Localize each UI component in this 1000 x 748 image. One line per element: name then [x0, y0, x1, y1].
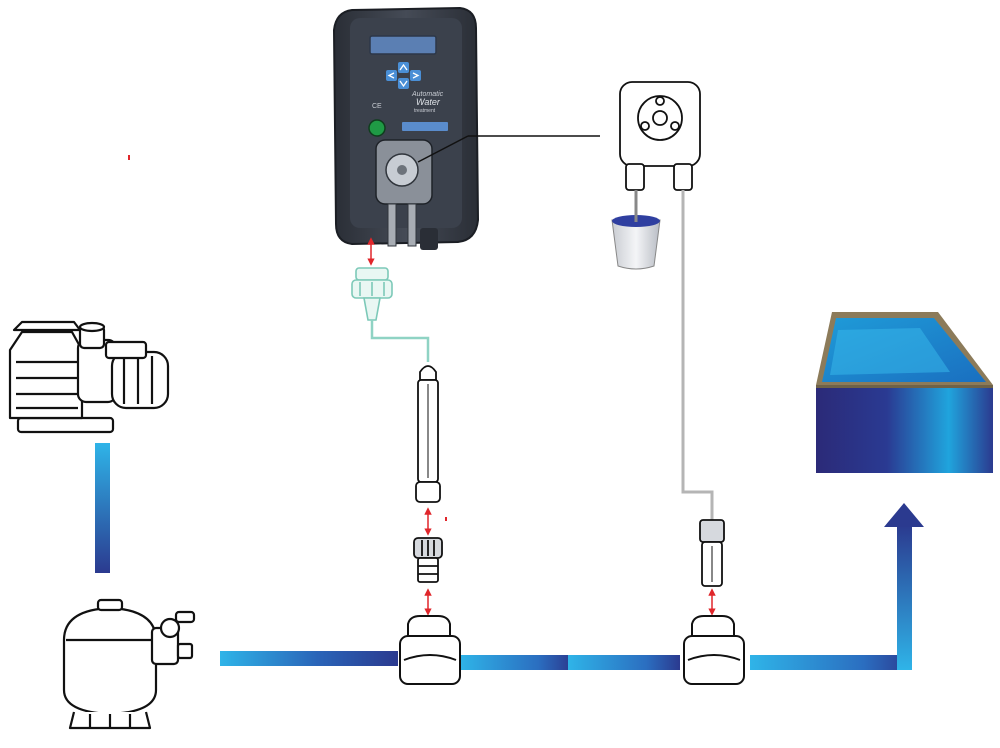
pipe-injection-to-pool-vertical: [897, 525, 912, 670]
detail-roller-1: [655, 96, 665, 106]
sand-filter: [62, 598, 196, 730]
swimming-pool: [816, 312, 993, 473]
injection-pipe-saddle: [683, 615, 745, 685]
detail-inlet-fitting: [625, 163, 645, 191]
detail-outlet-fitting: [673, 163, 693, 191]
bnc-connector: [351, 267, 393, 321]
pump-tube-outlet-left: [387, 203, 397, 247]
dosing-controller: CE Automatic Water treatment: [332, 6, 600, 250]
right-arrow-icon: [412, 72, 420, 79]
pump-tube-outlet-right: [407, 203, 417, 247]
detail-roller-2: [670, 121, 680, 131]
injection-saddle-top: [691, 615, 735, 637]
probe-cable: [370, 320, 430, 362]
pipe-pump-to-filter: [95, 443, 110, 573]
container-cup: [611, 219, 661, 270]
down-arrow-icon: [399, 80, 408, 88]
controller-ce-mark: CE: [372, 103, 382, 110]
injection-valve: [699, 519, 725, 587]
callout-line: [417, 135, 469, 163]
pump-outlet-mouth: [78, 321, 106, 333]
pump-rotor-hub: [397, 165, 407, 175]
pump-base: [16, 416, 115, 434]
keypad-left-button[interactable]: [386, 70, 397, 81]
probe-tip: [415, 481, 441, 503]
probe-pipe-saddle: [399, 615, 461, 685]
filter-tank: [62, 606, 158, 716]
probe-holder-thread: [417, 557, 439, 583]
filter-top-dome: [96, 598, 124, 612]
keypad-right-button[interactable]: [410, 70, 421, 81]
probe-holder-fitting: [413, 537, 443, 583]
left-arrow-icon: [387, 72, 395, 79]
pump-basket-lid: [12, 320, 82, 332]
controller-display: [369, 35, 437, 55]
dosing-line: [681, 190, 714, 522]
keypad-down-button[interactable]: [398, 78, 409, 89]
saddle-clamp-seam: [403, 654, 457, 661]
controller-brand-line-2: Water: [416, 97, 441, 107]
filter-valve-port: [176, 642, 194, 660]
peristaltic-pump-detail: [619, 81, 701, 191]
up-arrow-icon: [399, 63, 408, 71]
filter-valve-knob: [159, 617, 181, 639]
pump-strainer-basket: [8, 330, 84, 420]
controller-logo-plate: [402, 122, 448, 131]
probe-cap: [419, 365, 437, 381]
flow-arrow-up-icon: [884, 503, 924, 527]
pool-side-wall: [816, 385, 993, 473]
pipe-probe-to-injection-b: [568, 655, 680, 670]
injection-saddle-seam: [687, 654, 741, 661]
bnc-connector-tail: [363, 297, 381, 321]
stray-mark-red: [128, 155, 130, 160]
detail-rotor-center: [652, 110, 668, 126]
circulation-pump: [8, 320, 170, 434]
probe-connector-socket: [420, 228, 438, 250]
detail-roller-3: [640, 121, 650, 131]
controller-keypad: [386, 62, 421, 89]
ph-probe: [415, 365, 441, 503]
injection-valve-nut: [699, 519, 725, 543]
pool-wall-edge: [816, 385, 993, 388]
controller-brand-line-3: treatment: [414, 108, 436, 114]
chemical-container: [611, 190, 661, 270]
saddle-clamp-top: [407, 615, 451, 637]
pipe-network: [95, 443, 924, 670]
pump-terminal-box: [104, 340, 148, 360]
keypad-up-button[interactable]: [398, 62, 409, 73]
controller-brand-line-1: Automatic: [411, 91, 444, 98]
pipe-probe-to-injection-a: [460, 655, 572, 670]
bnc-connector-head: [355, 267, 389, 281]
pipe-injection-to-pool-horizontal: [750, 655, 912, 670]
controller-power-button[interactable]: [368, 119, 386, 137]
ph-probe-assembly: [351, 237, 443, 616]
pipe-filter-to-probe-housing: [220, 651, 398, 666]
pump-motor: [110, 350, 170, 410]
pool-water-highlight: [830, 328, 950, 375]
filter-valve-handle: [174, 610, 196, 624]
stray-mark-red-2: [445, 517, 447, 521]
